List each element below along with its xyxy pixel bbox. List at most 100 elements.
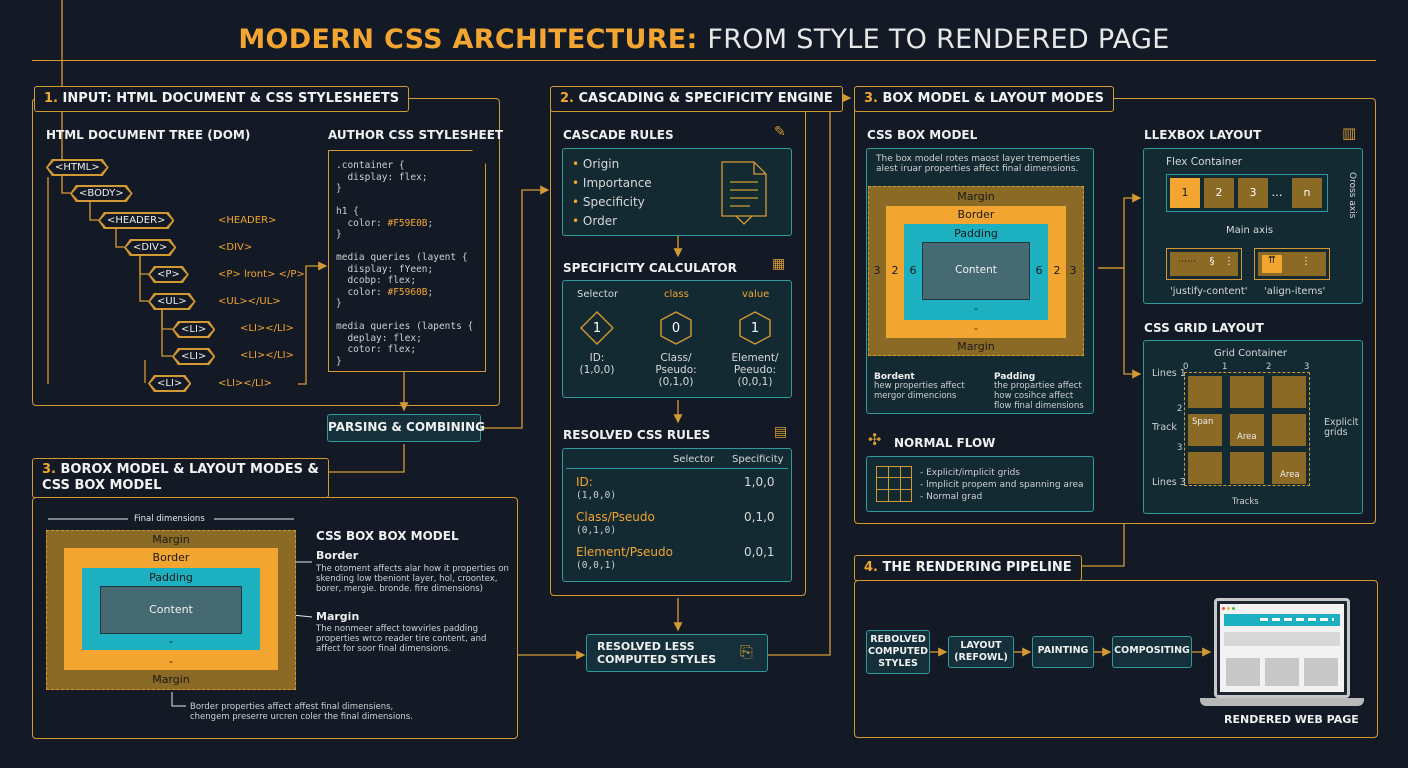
grid-row-number: 2	[1177, 404, 1183, 414]
css-code-line: }	[336, 355, 342, 367]
dom-note: <LI></LI>	[218, 378, 272, 389]
border-note-title: Border	[316, 549, 359, 562]
border-note: The otoment affects alar how it properti…	[316, 564, 509, 594]
lines-bottom-label: Lines 3	[1152, 477, 1186, 488]
dom-node-div[interactable]: <DIV>	[124, 239, 176, 256]
panel-box-layout	[854, 98, 1376, 524]
dom-node-p[interactable]: <P>	[148, 266, 189, 283]
spec-element-label: Element/ Peeudo: (0,0,1)	[731, 352, 779, 388]
grid-area-label: Area	[1237, 432, 1257, 442]
css-code-line: .container {	[336, 160, 405, 171]
flex-item: 2	[1204, 178, 1234, 208]
step-layout[interactable]: LAYOUT(REFOWL)	[948, 636, 1014, 668]
panel-rendering-title: 4. THE RENDERING PIPELINE	[854, 555, 1082, 581]
spec-value-class: 0	[671, 321, 681, 336]
cascade-item: • Origin	[572, 157, 620, 171]
css-code: .container { display: flex;} h1 { color:…	[336, 160, 473, 367]
grid-flow-icon	[876, 466, 912, 502]
dom-node-li[interactable]: <LI>	[172, 321, 215, 338]
padding-dash: -	[974, 302, 978, 315]
css-code-line: color: #F59E0B;	[336, 217, 434, 229]
grid-area-label: Area	[1280, 470, 1300, 480]
layout-grid-icon: ▥	[1342, 124, 1357, 142]
dom-node-html[interactable]: <HTML>	[46, 159, 109, 176]
margin-note-title: Margin	[316, 610, 360, 623]
panel-box-model-b-title: 3. BOROX MODEL & LAYOUT MODES &CSS BOX M…	[32, 458, 329, 498]
final-dimensions-label: Final dimensions	[134, 514, 205, 524]
content-area	[922, 242, 1030, 300]
resolved-header-selector: Selector	[673, 454, 715, 465]
dom-node-ul[interactable]: <UL>	[148, 293, 196, 310]
padding-note: the propartiee affect how cosihce affect…	[994, 381, 1084, 411]
border-label: Border	[152, 551, 190, 564]
grid-cell-area	[1272, 452, 1306, 484]
margin-bottom-label: Margin	[152, 673, 190, 686]
border-label: Border	[957, 208, 995, 221]
grid-cell	[1230, 376, 1264, 408]
hexagon-shape	[660, 311, 692, 345]
dom-note: <LI></LI>	[240, 323, 294, 334]
css-code-line: display: fYeen;	[336, 263, 434, 275]
padding-label: Padding	[149, 571, 193, 584]
web-page-card	[1226, 658, 1260, 686]
spec-header-value: value	[742, 289, 770, 300]
panel-box-layout-title: 3. BOX MODEL & LAYOUT MODES	[854, 86, 1114, 112]
resolved-header-rule	[566, 468, 788, 469]
spec-id-label: ID: (1,0,0)	[579, 352, 615, 376]
resolved-row-value: 1,0,0	[744, 475, 775, 489]
panel-cascade-title: 2. CASCADING & SPECIFICITY ENGINE	[550, 86, 843, 112]
laptop-base	[1200, 698, 1364, 706]
border-dash: -	[974, 322, 978, 335]
justify-content-box	[1166, 248, 1242, 280]
resolved-rules-label: RESOLVED CSS RULES	[563, 428, 711, 442]
css-code-line: display: flex;	[336, 171, 428, 183]
flex-container-label: Flex Container	[1166, 156, 1243, 168]
panel-input-title: 1. INPUT: HTML DOCUMENT & CSS STYLESHEET…	[34, 86, 410, 112]
margin-label: Margin	[957, 190, 995, 203]
step-compositing[interactable]: COMPOSITING	[1112, 636, 1192, 668]
dom-node-body[interactable]: <BODY>	[70, 185, 133, 202]
margin-label: Margin	[152, 533, 190, 546]
css-code-line: deplay: flex;	[336, 332, 422, 344]
calculator-icon: ▦	[772, 256, 786, 272]
spec-value-id: 1	[592, 321, 602, 336]
justify-item: §	[1209, 256, 1215, 267]
step-painting[interactable]: PAINTING	[1032, 636, 1094, 668]
flow-item: - Normal grad	[920, 492, 983, 502]
bordent-note-title: Bordent	[874, 372, 915, 382]
dom-node-li[interactable]: <LI>	[148, 375, 191, 392]
box-box-model-label: CSS BOX BOX MODEL	[316, 529, 459, 543]
lines-top-label: Lines 1	[1152, 368, 1186, 379]
flex-item: 3	[1238, 178, 1268, 208]
dom-node-header[interactable]: <HEADER>	[98, 212, 174, 229]
css-code-line: color: #F5960B;	[336, 286, 434, 298]
padding-value: 6	[1035, 264, 1043, 277]
padding-dash: -	[169, 635, 173, 648]
cascade-rules-label: CASCADE RULES	[563, 128, 674, 142]
resolved-row-value: 0,1,0	[744, 510, 775, 524]
web-page-banner	[1224, 632, 1340, 646]
parsing-combining-button[interactable]: PARSING & COMBINING	[327, 414, 485, 442]
dom-note: <DIV>	[218, 242, 253, 253]
grid-container-label: Grid Container	[1214, 348, 1288, 359]
document-stack-icon	[721, 161, 767, 225]
flow-icon: ✣	[868, 430, 882, 449]
flow-item: - lmplicit propem and spanning area	[920, 480, 1084, 490]
margin-value: 3	[1069, 264, 1077, 277]
spec-class-label: Class/ Pseudo: (0,1,0)	[655, 352, 697, 388]
cascade-item: • Specificity	[572, 195, 645, 209]
grid-cell-span	[1188, 414, 1222, 446]
padding-label: Padding	[954, 227, 998, 240]
web-page-nav	[1260, 618, 1334, 621]
hexagon-shape	[739, 311, 771, 345]
css-code-line	[336, 310, 473, 322]
window-dots-icon	[1222, 607, 1225, 610]
css-code-line: h1 {	[336, 206, 359, 217]
dom-node-li[interactable]: <LI>	[172, 348, 215, 365]
edit-icon: ✎	[774, 124, 786, 140]
grid-cell	[1230, 452, 1264, 484]
box-model-desc: The box model rotes maost layer trempert…	[876, 154, 1081, 174]
css-code-line: media queries (lapents {	[336, 321, 474, 332]
